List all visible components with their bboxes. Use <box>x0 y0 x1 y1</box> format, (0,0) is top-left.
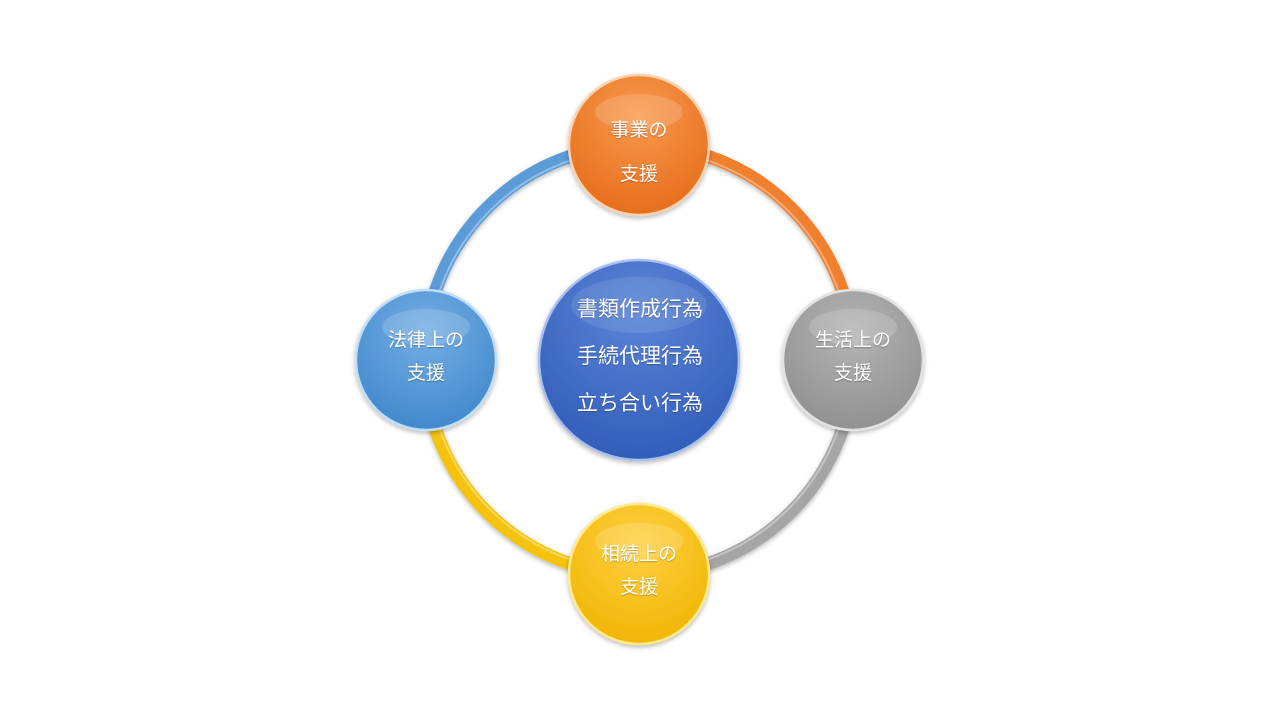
node-life <box>781 288 925 432</box>
node-law <box>354 288 498 432</box>
node-inheritance <box>567 502 711 646</box>
node-center <box>537 258 741 462</box>
node-business <box>567 73 711 217</box>
